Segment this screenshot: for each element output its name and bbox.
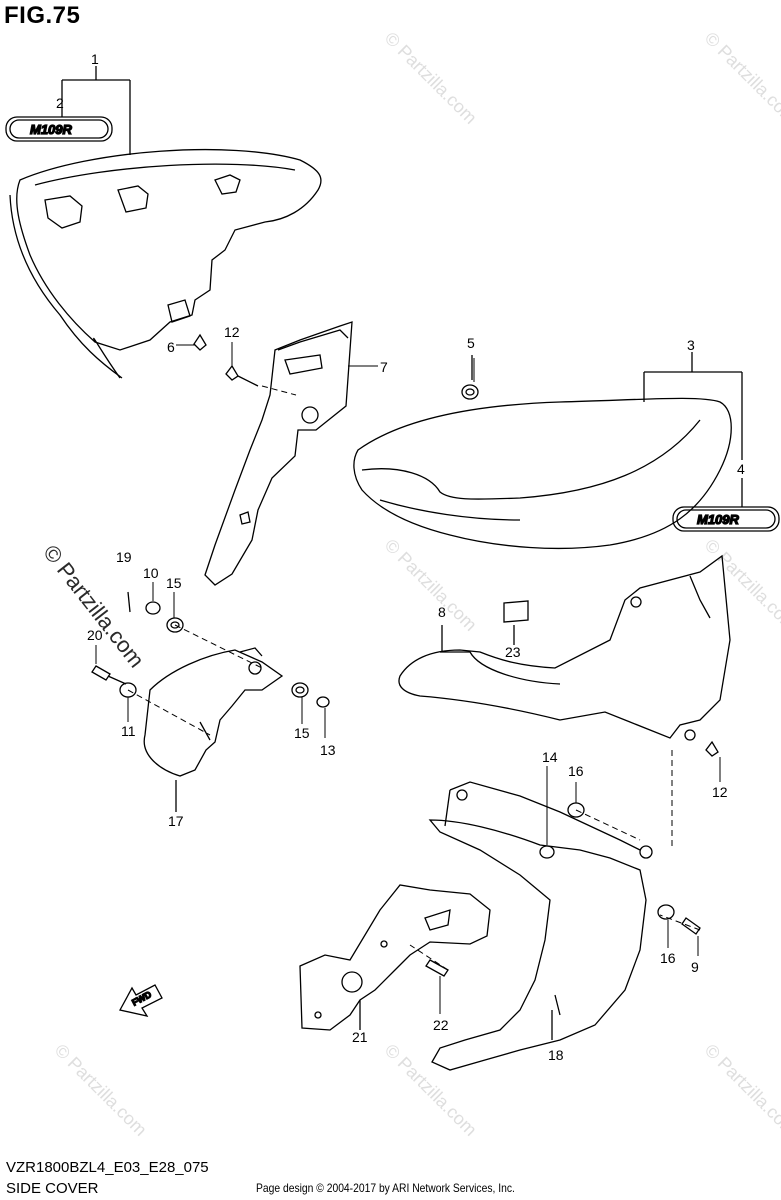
part-17-cover <box>143 647 284 812</box>
callout-16b: 16 <box>660 950 676 966</box>
callout-10: 10 <box>143 565 159 581</box>
part-3-side-cover-right <box>353 397 732 550</box>
callout-20: 20 <box>87 627 103 643</box>
callout-14: 14 <box>542 749 558 765</box>
part-21-bracket-plate <box>299 884 491 1031</box>
callout-2: 2 <box>56 95 64 111</box>
emblem-text: M109R <box>30 122 73 137</box>
copyright-notice: Page design © 2004-2017 by ARI Network S… <box>256 1181 515 1195</box>
part-2-emblem: M109R <box>5 116 113 142</box>
fwd-arrow-icon: FWD <box>119 984 163 1017</box>
part-8-frame-cover <box>398 554 731 741</box>
callout-22: 22 <box>433 1017 449 1033</box>
section-name: SIDE COVER <box>6 1180 99 1197</box>
callouts: 1 2 3 4 5 6 7 8 9 10 11 12 12 13 14 15 1… <box>56 51 745 1063</box>
callout-6: 6 <box>167 339 175 355</box>
part-5-grommet <box>461 355 479 400</box>
part-7-bracket <box>204 321 353 586</box>
callout-9: 9 <box>691 959 699 975</box>
callout-17: 17 <box>168 813 184 829</box>
callout-15b: 15 <box>294 725 310 741</box>
callout-1: 1 <box>91 51 99 67</box>
callout-4: 4 <box>737 461 745 477</box>
callout-21: 21 <box>352 1029 368 1045</box>
figure-title: FIG.75 <box>4 2 81 29</box>
leader-lines <box>95 342 721 1014</box>
callout-3: 3 <box>687 337 695 353</box>
callout-15: 15 <box>166 575 182 591</box>
callout-11: 11 <box>121 723 136 739</box>
callout-23: 23 <box>505 644 521 660</box>
part-1-side-cover-left <box>9 148 322 379</box>
part-4-emblem: M109R <box>672 506 780 532</box>
callout-7: 7 <box>380 359 388 375</box>
callout-12b: 12 <box>712 784 728 800</box>
callout-5: 5 <box>467 335 475 351</box>
callout-13: 13 <box>320 742 336 758</box>
assembly-lines <box>127 385 701 971</box>
callout-8: 8 <box>438 604 446 620</box>
fasteners-left <box>91 333 719 977</box>
callout-18: 18 <box>548 1047 564 1063</box>
callout-12: 12 <box>224 324 240 340</box>
emblem-text: M109R <box>697 512 740 527</box>
part-18-lower-cover <box>428 781 653 1071</box>
callout-19: 19 <box>116 549 132 565</box>
callout-16: 16 <box>568 763 584 779</box>
model-code: VZR1800BZL4_E03_E28_075 <box>6 1159 209 1176</box>
part-23-pad <box>503 600 529 645</box>
